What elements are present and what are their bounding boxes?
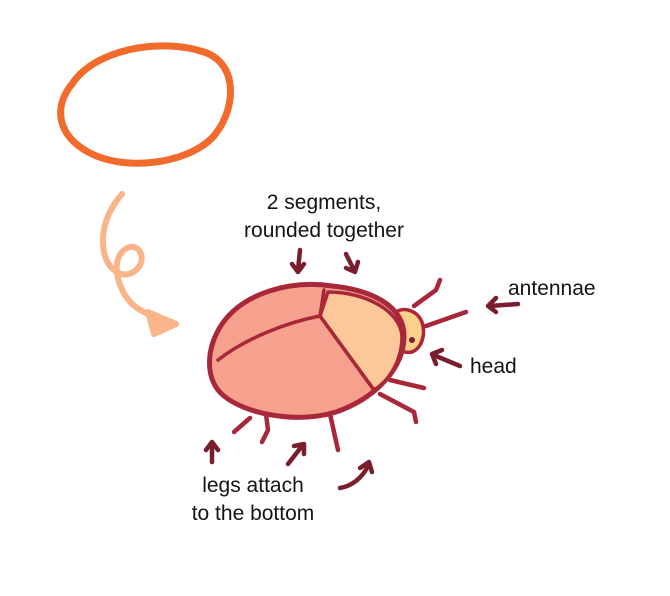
oval-shape	[57, 42, 234, 167]
annotation-arrows	[203, 247, 521, 491]
head-arrow	[429, 347, 463, 369]
segment-arrow-right	[343, 251, 361, 275]
legs-arrow-left	[203, 439, 221, 465]
legs-label-line1: legs attach	[202, 474, 304, 497]
antennae-label: antennae	[508, 277, 596, 300]
swirl-arrow	[100, 191, 179, 337]
segments-label-line2: rounded together	[244, 219, 404, 242]
segment-arrow-left	[289, 247, 307, 275]
beetle-legs	[231, 377, 427, 453]
legs-arrow-right	[337, 459, 375, 491]
legs-label-line2: to the bottom	[191, 502, 315, 525]
beetle-back-segment	[318, 290, 404, 392]
beetle-wing-lines	[216, 288, 376, 392]
beetle-antennae	[411, 277, 469, 329]
head-label: head	[470, 355, 517, 378]
beetle	[207, 277, 469, 453]
segments-label-line1: 2 segments,	[266, 191, 382, 214]
antennae-arrow	[485, 295, 521, 315]
legs-arrow-middle	[285, 441, 307, 467]
beetle-eye	[409, 337, 415, 343]
